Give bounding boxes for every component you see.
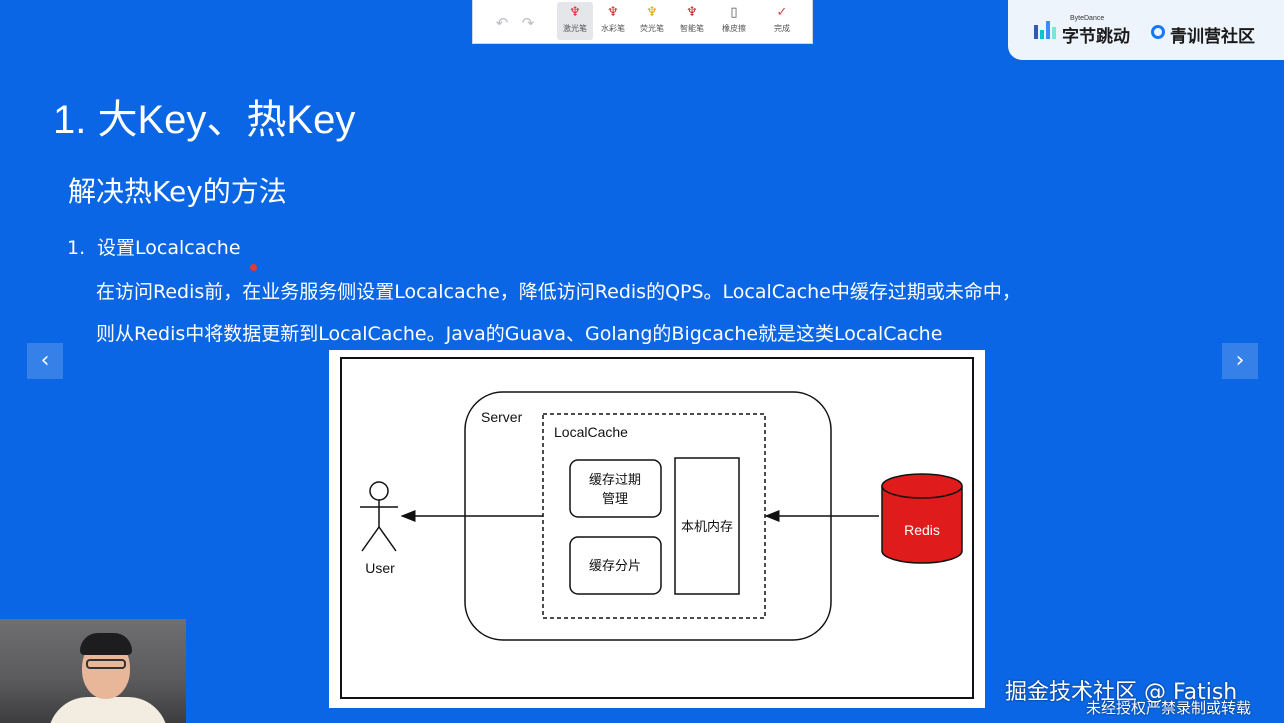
slide-subtitle: 解决热Key的方法 [68,175,287,208]
next-slide-button[interactable]: › [1222,343,1258,379]
redis-database-icon [881,473,963,564]
annotation-toolbar: ↶ ↷ ♆ 激光笔 ♆ 水彩笔 ♆ 荧光笔 ♆ 智能笔 ▯ 橡皮擦 ✓ 完成 [472,0,813,44]
user-figure-icon [360,481,398,552]
community-logo-icon [1151,25,1165,39]
tool-label: 荧光笔 [640,24,664,33]
smart-pen-tool[interactable]: ♆ 智能笔 [674,2,710,40]
laser-pen-tool[interactable]: ♆ 激光笔 [557,2,593,40]
expire-manage-line2: 管理 [602,492,628,507]
watercolor-pen-tool[interactable]: ♆ 水彩笔 [595,2,631,40]
chevron-left-icon: ‹ [40,348,50,373]
paragraph-line-2: 则从Redis中将数据更新到LocalCache。Java的Guava、Gola… [96,323,943,345]
highlighter-tool[interactable]: ♆ 荧光笔 [634,2,670,40]
architecture-diagram: Server LocalCache 缓存过期 管理 缓存分片 本机内存 User… [329,350,985,708]
slide-title: 1. 大Key、热Key [53,98,356,142]
diagram-frame [340,357,974,699]
presenter-webcam [0,619,186,723]
bytedance-small-text: ByteDance [1070,15,1105,22]
eraser-tool[interactable]: ▯ 橡皮擦 [716,2,752,40]
smart-pen-icon: ♆ [686,5,698,20]
presenter-hair [80,633,132,655]
presenter-glasses [86,659,126,669]
brand-header: ByteDance 字节跳动 青训营社区 [1008,0,1284,60]
done-tool[interactable]: ✓ 完成 [764,2,800,40]
presenter-body [48,697,168,723]
eraser-icon: ▯ [730,5,738,20]
community-name: 青训营社区 [1170,27,1255,47]
paragraph-line-1: 在访问Redis前，在业务服务侧设置Localcache，降低访问Redis的Q… [96,281,1021,303]
user-label: User [365,560,395,576]
list-item-text: 设置Localcache [97,237,241,259]
tool-label: 水彩笔 [601,24,625,33]
list-item-number: 1. [67,237,86,259]
tool-label: 完成 [774,24,790,33]
check-icon: ✓ [776,5,788,20]
laser-pointer-dot [250,264,257,271]
expire-manage-line1: 缓存过期 [589,473,641,488]
expire-manage-box [569,459,662,518]
server-label: Server [481,409,523,425]
prev-slide-button[interactable]: ‹ [27,343,63,379]
laser-pen-icon: ♆ [569,5,581,20]
tool-label: 激光笔 [563,24,587,33]
bytedance-logo-icon [1034,21,1056,39]
watermark: 掘金技术社区 @ Fatish [1005,680,1238,705]
localcache-label: LocalCache [554,424,628,440]
local-memory-label: 本机内存 [681,519,733,535]
undo-icon[interactable]: ↶ [495,14,509,32]
redis-label: Redis [904,522,940,538]
highlighter-icon: ♆ [646,5,658,20]
watercolor-pen-icon: ♆ [607,5,619,20]
tool-label: 橡皮擦 [722,24,746,33]
cache-shard-box [569,536,662,595]
localcache-box [542,413,766,619]
copyright-notice: 未经授权严禁录制或转载 [1086,699,1252,717]
redo-icon[interactable]: ↷ [521,14,535,32]
local-memory-box [674,457,740,595]
chevron-right-icon: › [1235,348,1245,373]
diagram-canvas: Server LocalCache 缓存过期 管理 缓存分片 本机内存 User… [340,357,974,699]
list-item: 1. 设置Localcache [67,235,241,261]
tool-label: 智能笔 [680,24,704,33]
cache-shard-label: 缓存分片 [589,559,641,574]
bytedance-name: 字节跳动 [1062,27,1130,47]
